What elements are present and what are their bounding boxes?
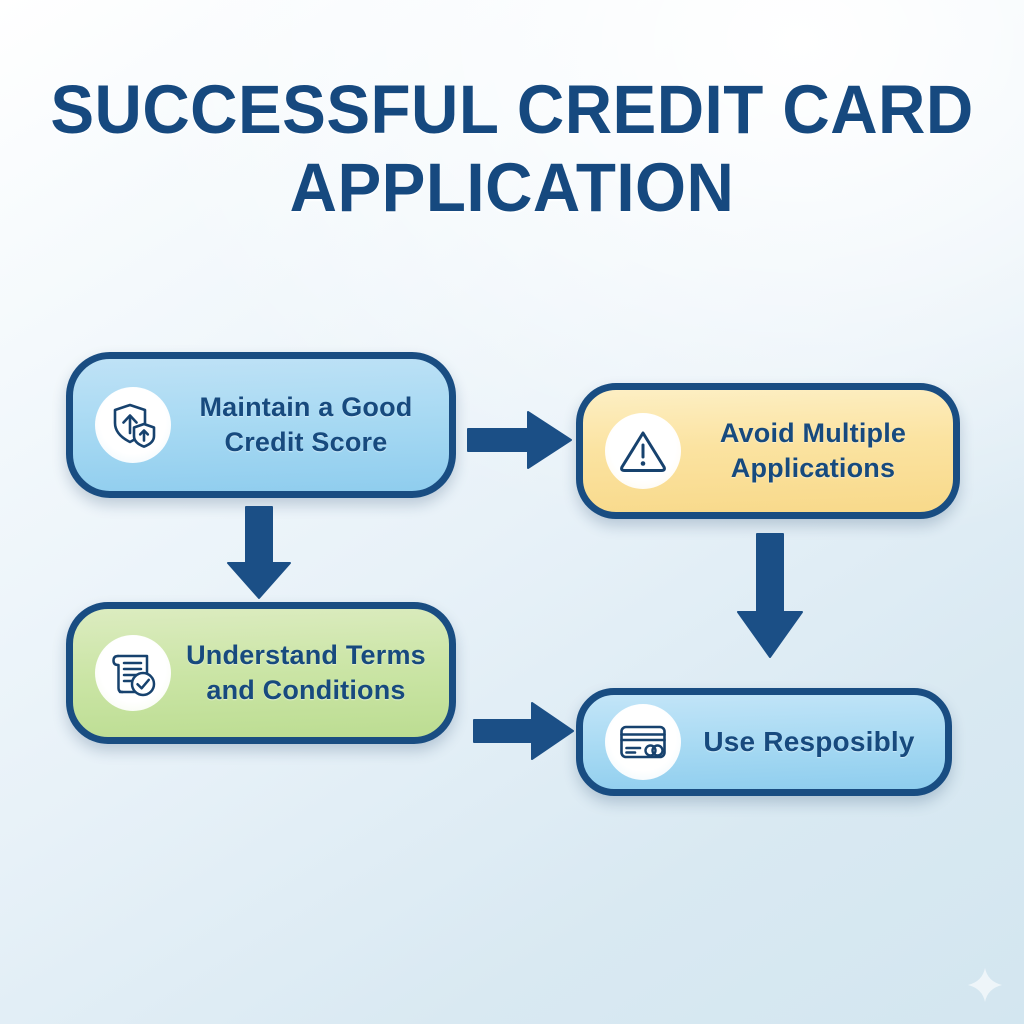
icon-badge xyxy=(605,704,681,780)
credit-card-icon xyxy=(620,725,666,759)
four-point-star-icon xyxy=(968,968,1002,1002)
page-title-line-1: SUCCESSFUL CREDIT CARD xyxy=(50,71,974,148)
arrow-right-terms-to-responsibly xyxy=(473,702,574,760)
flow-node-use-responsibly[interactable]: Use Resposibly xyxy=(576,688,952,796)
icon-badge xyxy=(95,635,171,711)
flow-node-label: Use Resposibly xyxy=(703,726,915,758)
warning-triangle-icon xyxy=(620,431,666,472)
flow-node-label: Avoid Multiple Applications xyxy=(719,418,907,483)
flow-node-label: Maintain a Good Credit Score xyxy=(199,392,413,457)
page-title-line-2: APPLICATION xyxy=(289,148,735,226)
arrow-down-maintain-to-terms xyxy=(227,506,291,599)
icon-badge xyxy=(95,387,171,463)
arrow-right-maintain-to-avoid xyxy=(467,411,572,469)
flow-node-understand-terms[interactable]: Understand Terms and Conditions xyxy=(66,602,456,744)
arrow-down-avoid-to-responsibly xyxy=(737,533,803,658)
flow-node-maintain-credit-score[interactable]: Maintain a Good Credit Score xyxy=(66,352,456,498)
page-title: SUCCESSFUL CREDIT CARD APPLICATION xyxy=(0,71,1024,226)
document-check-icon xyxy=(112,654,156,697)
shield-up-arrow-icon xyxy=(113,403,156,448)
flow-node-label: Understand Terms and Conditions xyxy=(186,640,426,705)
icon-badge xyxy=(605,413,681,489)
flow-node-avoid-multiple-applications[interactable]: Avoid Multiple Applications xyxy=(576,383,960,519)
